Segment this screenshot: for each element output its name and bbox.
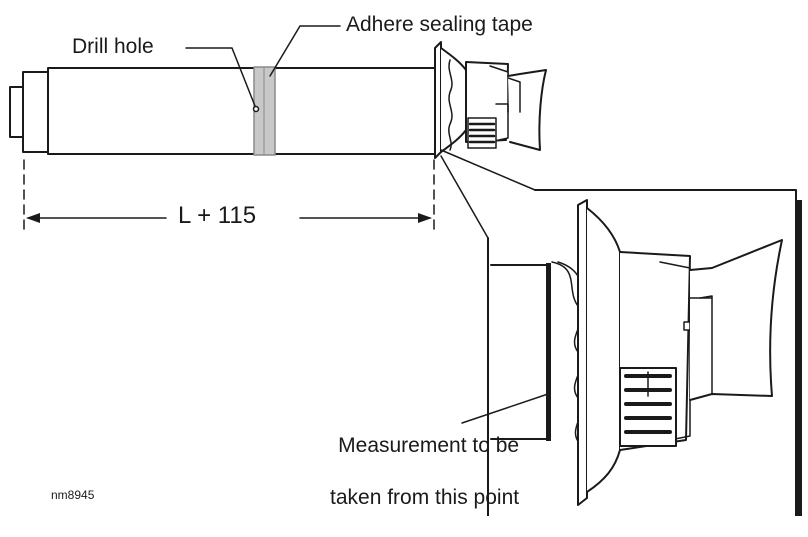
detail-frame <box>487 189 802 516</box>
terminal-small <box>434 41 547 159</box>
callout-leader-upper <box>440 149 536 191</box>
drill-hole-leader <box>185 47 256 107</box>
dimension-line <box>23 159 435 236</box>
measurement-label: Measurement to be taken from this point <box>330 407 519 537</box>
measurement-label-line2: taken from this point <box>330 486 520 509</box>
figure-code: nm8945 <box>51 488 95 502</box>
measurement-label-line1: Measurement to be <box>338 434 520 457</box>
measurement-leader <box>461 393 549 424</box>
flue-diagram <box>9 25 802 516</box>
terminal-detail <box>490 199 783 506</box>
flue-pipe <box>9 67 437 155</box>
drill-hole-marker <box>252 105 260 113</box>
callout-leader-lower <box>440 155 489 239</box>
dimension-label: L + 115 <box>178 202 257 229</box>
sealing-tape-label: Adhere sealing tape <box>346 13 533 36</box>
sealing-tape-leader <box>269 25 341 77</box>
drill-hole-label: Drill hole <box>72 35 154 58</box>
